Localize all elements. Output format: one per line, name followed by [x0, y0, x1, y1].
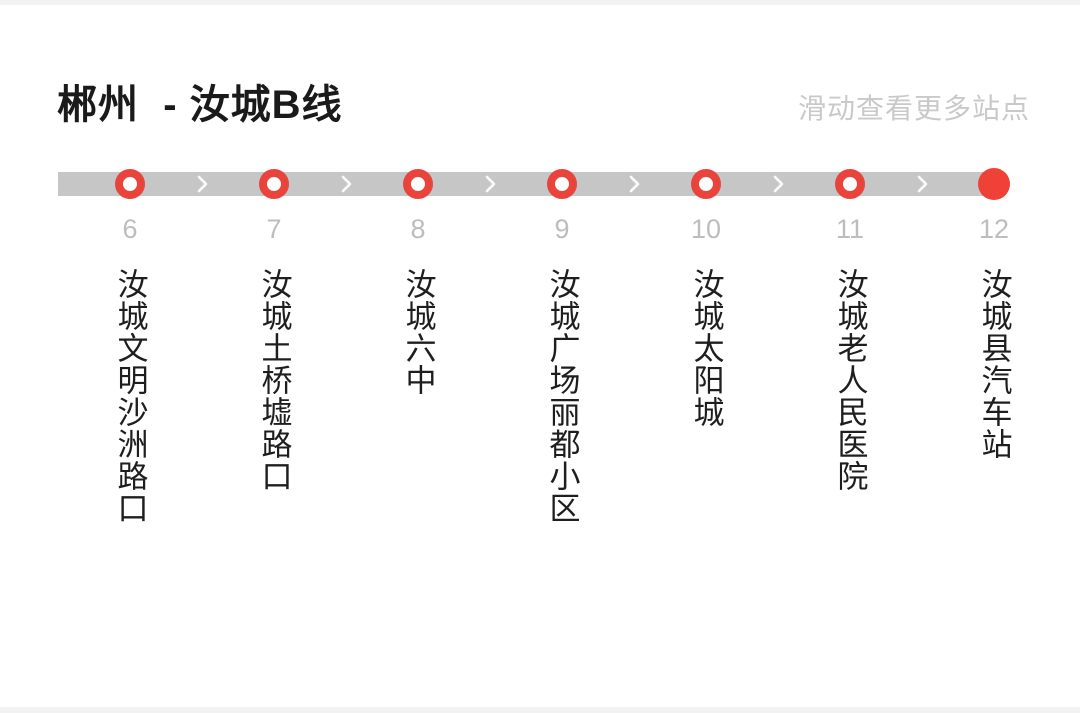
station-name: 汝城县汽车站	[976, 268, 1012, 460]
station-item[interactable]: 7 汝城土桥墟路口	[239, 212, 309, 497]
top-edge-strip	[0, 0, 1080, 5]
station-marker-11[interactable]	[835, 169, 865, 199]
route-header: 郴州 - 汝城B线 滑动查看更多站点	[0, 80, 1080, 138]
station-name: 汝城广场丽都小区	[544, 268, 580, 524]
route-track[interactable]	[0, 168, 1080, 200]
station-item[interactable]: 8 汝城六中	[383, 212, 453, 401]
station-item[interactable]: 11 汝城老人民医院	[815, 212, 885, 497]
station-index: 9	[554, 214, 570, 244]
chevron-right-icon	[766, 172, 790, 196]
station-marker-6[interactable]	[115, 169, 145, 199]
chevron-right-icon	[910, 172, 934, 196]
station-marker-9[interactable]	[547, 169, 577, 199]
station-index: 7	[266, 214, 282, 244]
station-marker-8[interactable]	[403, 169, 433, 199]
station-name: 汝城老人民医院	[832, 268, 868, 492]
station-name: 汝城文明沙洲路口	[112, 268, 148, 524]
station-index: 10	[690, 214, 722, 244]
station-index: 11	[835, 214, 865, 244]
station-marker-10[interactable]	[691, 169, 721, 199]
station-index: 12	[978, 214, 1010, 244]
station-name: 汝城土桥墟路口	[256, 268, 292, 492]
station-item[interactable]: 6 汝城文明沙洲路口	[95, 212, 165, 529]
station-item[interactable]: 9 汝城广场丽都小区	[527, 212, 597, 529]
scroll-hint-label: 滑动查看更多站点	[797, 93, 1030, 124]
station-item[interactable]: 12 汝城县汽车站	[959, 212, 1029, 465]
station-name: 汝城太阳城	[688, 268, 724, 428]
chevron-right-icon	[190, 172, 214, 196]
station-marker-12[interactable]	[978, 168, 1010, 200]
station-index: 8	[410, 214, 426, 244]
chevron-right-icon	[622, 172, 646, 196]
chevron-right-icon	[478, 172, 502, 196]
station-marker-7[interactable]	[259, 169, 289, 199]
station-index: 6	[122, 214, 138, 244]
bottom-edge-strip	[0, 707, 1080, 713]
chevron-right-icon	[334, 172, 358, 196]
station-name: 汝城六中	[400, 268, 436, 396]
station-item[interactable]: 10 汝城太阳城	[671, 212, 741, 433]
page-title: 郴州 - 汝城B线	[57, 83, 343, 127]
station-list: 6 汝城文明沙洲路口 7 汝城土桥墟路口 8 汝城六中 9 汝城广场丽都小区 10 汝城太阳城 11…	[0, 212, 1080, 652]
